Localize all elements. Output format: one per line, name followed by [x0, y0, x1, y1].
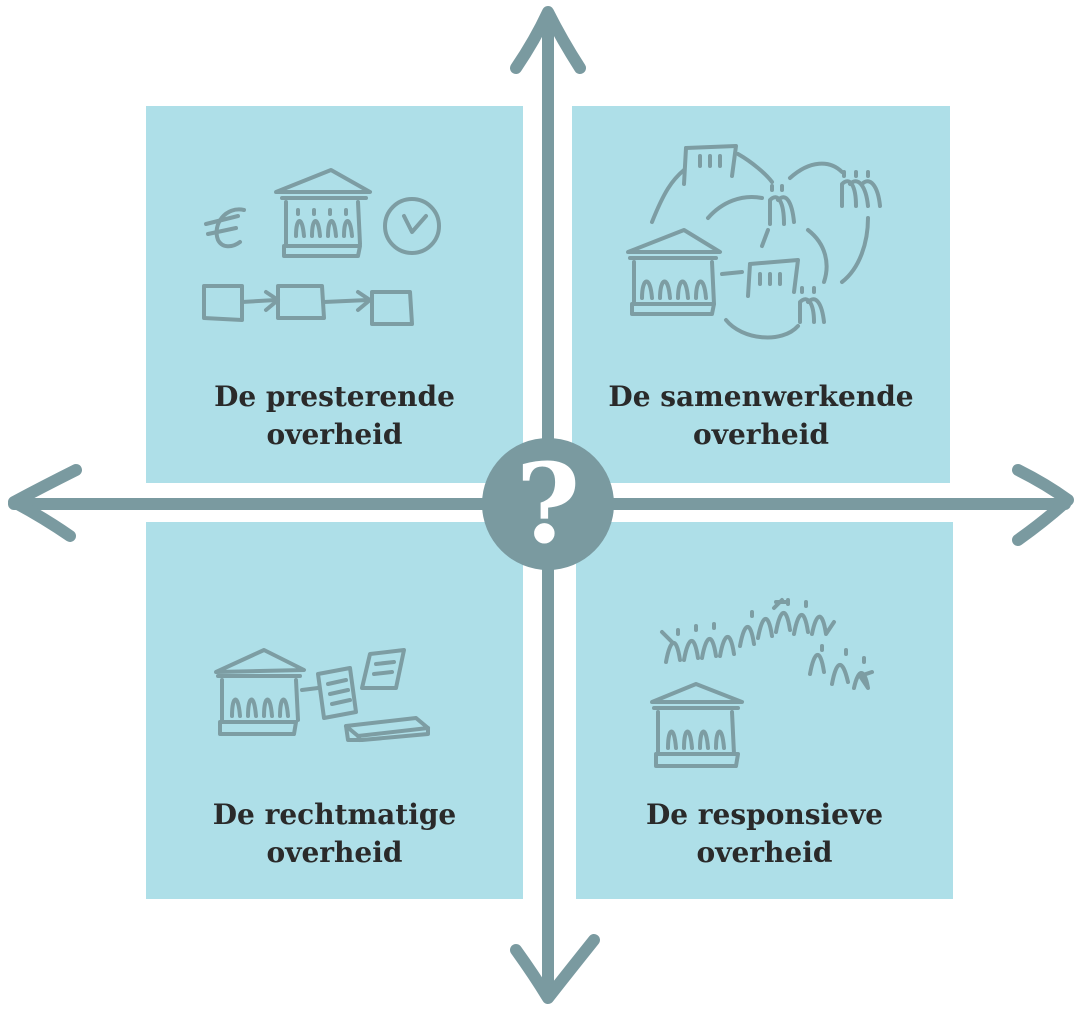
- network-links-icon: [650, 152, 870, 340]
- label-line-1: De presterende: [214, 380, 455, 413]
- government-building-icon: [650, 682, 744, 768]
- label-line-1: De rechtmatige: [212, 798, 457, 831]
- office-building-icon: [746, 258, 800, 298]
- crowd-icon: [660, 598, 874, 690]
- government-building-icon: [274, 168, 372, 258]
- document-icon: [300, 648, 406, 720]
- label-line-1: De responsieve: [645, 798, 884, 831]
- arrow-right-icon: [1012, 464, 1074, 546]
- office-building-icon: [682, 144, 738, 186]
- quadrant-rechtmatige: De rechtmatige overheid: [146, 522, 523, 899]
- government-building-icon: [626, 228, 722, 316]
- clock-icon: [383, 197, 441, 255]
- rechtmatige-sketch: [214, 648, 430, 742]
- quadrant-label-presterende: De presterende overheid: [146, 378, 523, 454]
- arrow-left-icon: [8, 464, 82, 542]
- quadrant-responsieve: De responsieve overheid: [576, 522, 953, 899]
- label-line-2: overheid: [696, 836, 833, 869]
- label-line-2: overheid: [266, 418, 403, 451]
- label-line-1: De samenwerkende: [608, 380, 914, 413]
- euro-icon: [204, 207, 246, 249]
- government-building-icon: [214, 648, 306, 736]
- center-circle: [482, 438, 614, 570]
- people-group-icon: [768, 170, 882, 324]
- samenwerkende-sketch: [626, 144, 882, 340]
- label-line-2: overheid: [693, 418, 829, 451]
- quadrant-label-samenwerkende: De samenwerkende overheid: [572, 378, 950, 454]
- quadrant-label-responsieve: De responsieve overheid: [576, 796, 953, 872]
- quadrant-presterende: De presterende overheid: [146, 106, 523, 483]
- presterende-sketch: [202, 168, 441, 326]
- responsieve-sketch: [650, 598, 874, 768]
- label-line-2: overheid: [266, 836, 403, 869]
- book-icon: [344, 716, 430, 742]
- quadrant-label-rechtmatige: De rechtmatige overheid: [146, 796, 523, 872]
- process-flow-icon: [202, 284, 414, 326]
- question-mark: ?: [515, 439, 581, 568]
- arrow-down-icon: [510, 934, 600, 1004]
- quadrant-samenwerkende: De samenwerkende overheid: [572, 106, 950, 483]
- arrow-up-icon: [510, 6, 586, 74]
